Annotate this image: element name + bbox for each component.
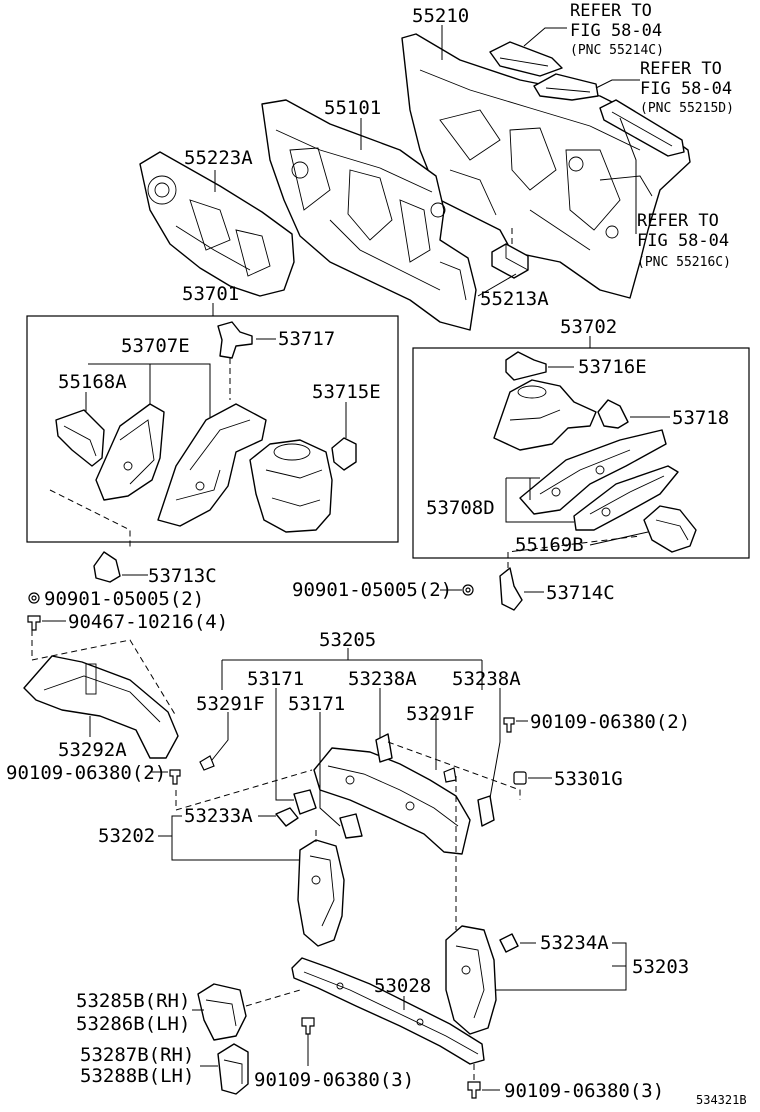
label-90109-upper-right: 90109-06380(2) xyxy=(530,711,690,733)
part-53238A-bracket-b xyxy=(477,795,495,827)
part-53291F-clip-a xyxy=(199,755,215,771)
label-53202: 53202 xyxy=(98,825,155,847)
label-55210: 55210 xyxy=(412,5,469,27)
part-53238A-bracket-a xyxy=(375,733,393,763)
part-53291F-clip-b xyxy=(443,767,457,783)
label-53238A-b: 53238A xyxy=(452,668,521,690)
part-53028-lower-support xyxy=(291,957,485,1065)
part-53707E-apron-right xyxy=(157,403,267,527)
label-ref2-pnc: (PNC 55215D) xyxy=(640,101,734,116)
label-53701: 53701 xyxy=(182,283,239,305)
part-53713C-bracket xyxy=(93,551,121,583)
fastener-90109-left xyxy=(169,769,181,785)
part-55101-dash-panel xyxy=(261,99,477,331)
label-53286B: 53286B(LH) xyxy=(76,1013,190,1035)
label-53708D: 53708D xyxy=(426,497,495,519)
part-53715E-bracket xyxy=(331,437,357,471)
label-53238A-a: 53238A xyxy=(348,668,417,690)
label-53171-b: 53171 xyxy=(288,693,345,715)
part-53707E-apron-left xyxy=(95,403,165,501)
label-ref1-line1: REFER TO xyxy=(570,1,652,21)
label-53301G: 53301G xyxy=(554,768,623,790)
label-90109-left: 90109-06380(2) xyxy=(6,762,166,784)
part-53717-bracket xyxy=(217,321,253,359)
label-ref3-pnc: (PNC 55216C) xyxy=(637,255,731,270)
part-55214C-insulator xyxy=(489,41,563,77)
label-53205: 53205 xyxy=(319,629,376,651)
label-90109-bottom-right: 90109-06380(3) xyxy=(504,1080,664,1102)
fastener-90901-right xyxy=(462,584,474,596)
fastener-90109-bottom-mid xyxy=(301,1017,315,1035)
label-55101: 55101 xyxy=(324,97,381,119)
label-53288B: 53288B(LH) xyxy=(80,1065,194,1087)
part-53716E-bracket xyxy=(505,351,547,381)
label-53285B: 53285B(RH) xyxy=(76,990,190,1012)
label-ref1-pnc: (PNC 55214C) xyxy=(570,43,664,58)
label-ref3-line1: REFER TO xyxy=(637,211,719,231)
fastener-90467 xyxy=(27,615,41,631)
fastener-90901-left xyxy=(28,592,40,604)
part-53233A-bracket xyxy=(275,807,299,827)
label-53702: 53702 xyxy=(560,316,617,338)
label-ref1-line2: FIG 58-04 xyxy=(570,21,662,41)
label-53716E: 53716E xyxy=(578,356,647,378)
part-53718-bracket xyxy=(597,399,629,429)
label-53717: 53717 xyxy=(278,328,335,350)
part-55223A-silencer xyxy=(139,151,295,297)
part-53171-bracket-a xyxy=(293,789,317,815)
label-53292A: 53292A xyxy=(58,739,127,761)
part-55216C-insulator xyxy=(599,99,685,157)
label-53028: 53028 xyxy=(374,975,431,997)
part-strut-tower-left xyxy=(249,439,333,533)
label-ref2-line2: FIG 58-04 xyxy=(640,79,732,99)
fastener-90109-bottom-right xyxy=(467,1081,481,1099)
fastener-90109-upper-right xyxy=(503,717,515,733)
label-53203: 53203 xyxy=(632,956,689,978)
label-ref2-line1: REFER TO xyxy=(640,59,722,79)
label-90467: 90467-10216(4) xyxy=(68,611,228,633)
figure-code: 534321B xyxy=(696,1093,747,1107)
label-53233A: 53233A xyxy=(184,805,253,827)
label-90901-right: 90901-05005(2) xyxy=(292,579,452,601)
label-ref3-line2: FIG 58-04 xyxy=(637,231,729,251)
part-53285B-deflector xyxy=(197,983,247,1041)
part-53708D-apron xyxy=(519,429,667,515)
part-55215D-insulator xyxy=(533,73,599,101)
label-53234A: 53234A xyxy=(540,932,609,954)
assembly-box-53702 xyxy=(412,347,750,559)
part-53714C-bracket xyxy=(499,567,523,611)
label-55213A: 55213A xyxy=(480,288,549,310)
part-53292A-support xyxy=(23,655,179,759)
label-53713C: 53713C xyxy=(148,565,217,587)
label-53715E: 53715E xyxy=(312,381,381,403)
part-53301G-grommet xyxy=(513,771,527,785)
part-55213A-pad xyxy=(491,243,529,279)
label-53291F-a: 53291F xyxy=(196,693,265,715)
part-53234A-bracket xyxy=(499,933,519,953)
label-55169B: 55169B xyxy=(515,534,584,556)
part-55169B-apron xyxy=(573,465,679,531)
part-53714C-upper-bracket xyxy=(643,505,697,553)
label-55168A: 55168A xyxy=(58,371,127,393)
part-53287B-seal xyxy=(217,1043,249,1095)
label-53171-a: 53171 xyxy=(247,668,304,690)
label-53291F-b: 53291F xyxy=(406,703,475,725)
part-53205-upper-support xyxy=(313,747,471,855)
label-90109-bottom-mid: 90109-06380(3) xyxy=(254,1069,414,1091)
label-53707E: 53707E xyxy=(121,335,190,357)
part-strut-tower-right xyxy=(493,379,597,451)
part-55168A-apron xyxy=(55,409,105,467)
part-53203-side-support xyxy=(445,925,497,1035)
label-53714C: 53714C xyxy=(546,582,615,604)
label-55223A: 55223A xyxy=(184,147,253,169)
part-53202-side-support xyxy=(297,839,345,947)
label-53287B: 53287B(RH) xyxy=(80,1044,194,1066)
label-53718: 53718 xyxy=(672,407,729,429)
label-90901-left: 90901-05005(2) xyxy=(44,588,204,610)
part-53171-bracket-b xyxy=(339,813,363,839)
